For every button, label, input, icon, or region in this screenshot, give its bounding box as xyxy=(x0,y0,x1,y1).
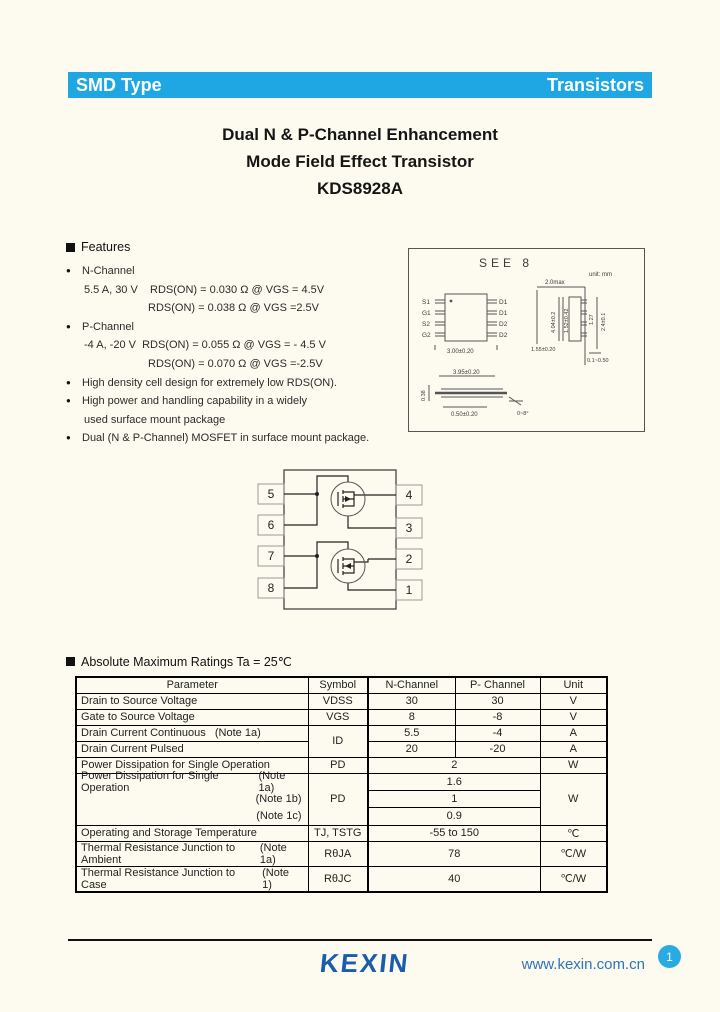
ic-body-outline xyxy=(283,469,397,610)
dim-foot-width: 3.95±0.20 xyxy=(453,370,480,376)
table-row: Operating and Storage Temperature TJ, TS… xyxy=(75,824,608,842)
pin-number: 5 xyxy=(268,487,275,501)
title-line-1: Dual N & P-Channel Enhancement xyxy=(222,125,498,144)
ratings-table: Parameter Symbol N-Channel P- Channel Un… xyxy=(75,676,608,893)
bullet-icon: ● xyxy=(66,266,71,275)
bullet-icon: ● xyxy=(66,377,71,387)
dim-side-right: 2.4±0.1 xyxy=(601,313,607,331)
pin-label: G1 xyxy=(422,310,431,317)
pin-label: D1 xyxy=(499,299,508,306)
dim-foot-thickness: 0.38 xyxy=(421,390,427,401)
col-header-pchannel: P- Channel xyxy=(454,676,541,694)
table-row: Drain to Source Voltage VDSS 30 30 V xyxy=(75,692,608,710)
pchannel-mosfet-symbol xyxy=(330,548,366,584)
table-row: Drain Current Continuous (Note 1a) ID 5.… xyxy=(75,724,608,758)
document-title: Dual N & P-Channel Enhancement Mode Fiel… xyxy=(0,121,720,202)
pin-number: 2 xyxy=(406,552,413,566)
col-header-nchannel: N-Channel xyxy=(367,676,456,694)
top-transistor-wires xyxy=(284,475,396,529)
left-pin-numbers: 5 6 7 8 xyxy=(268,487,275,595)
package-pin-labels: S1 G1 S2 G2 D1 D1 D2 D2 xyxy=(422,299,508,339)
bullet-icon: ● xyxy=(66,433,71,443)
dim-side-span: 2.0max xyxy=(545,280,565,286)
feature-item: ●Dual (N & P-Channel) MOSFET in surface … xyxy=(66,429,411,448)
pin-number: 7 xyxy=(268,549,275,563)
col-header-unit: Unit xyxy=(539,676,608,694)
dim-side-bottom: 1.55±0.20 xyxy=(531,347,555,353)
package-name: SEE 8 xyxy=(479,256,533,270)
ratings-heading: Absolute Maximum Ratings Ta = 25℃ xyxy=(66,654,292,669)
dim-side-height: 4.04±0.2 xyxy=(551,312,557,333)
pin-label: G2 xyxy=(422,332,431,339)
pin-number: 4 xyxy=(406,488,413,502)
pin-number: 3 xyxy=(406,521,413,535)
package-drawing-svg: SEE 8 unit: mm S1 G1 S2 G2 D1 D1 D2 D2 3… xyxy=(421,256,612,418)
pin-number: 1 xyxy=(406,583,413,597)
table-row: 0.9 xyxy=(76,807,607,826)
feature-item: ●P-Channel xyxy=(66,318,411,337)
dim-side-body: 1.52±0.42 xyxy=(564,309,570,333)
table-row: Thermal Resistance Junction to Case(Note… xyxy=(75,865,608,892)
feature-item: ●High power and handling capability in a… xyxy=(66,392,411,411)
table-row: Thermal Resistance Junction to Ambient(N… xyxy=(75,840,608,867)
dim-side-standoff: 0.1~0.50 xyxy=(587,358,609,364)
feature-item: 5.5 A, 30 V RDS(ON) = 0.030 Ω @ VGS = 4.… xyxy=(84,283,325,296)
feature-item: ●N-Channel xyxy=(66,262,411,281)
package-foot-view xyxy=(428,375,523,408)
header-left-label: SMD Type xyxy=(76,74,162,95)
dim-side-pitch: 1.27 xyxy=(589,314,595,325)
page-number: 1 xyxy=(666,949,673,964)
col-header-parameter: Parameter xyxy=(75,676,309,694)
mosfet-arrow-icon xyxy=(345,563,351,569)
pin-label: D2 xyxy=(499,332,508,339)
part-number: KDS8928A xyxy=(317,179,403,198)
square-bullet-icon xyxy=(66,242,75,252)
table-row: Gate to Source Voltage VGS 8 -8 V xyxy=(75,708,608,726)
page-number-badge: 1 xyxy=(658,945,681,968)
features-heading: Features xyxy=(66,240,411,254)
dim-foot-angle: 0~8° xyxy=(517,411,529,417)
header-bar: SMD Type Transistors xyxy=(68,72,652,98)
pin-label: D1 xyxy=(499,310,508,317)
junction-dot xyxy=(315,554,319,558)
package-top-view xyxy=(434,293,498,350)
feature-item: RDS(ON) = 0.038 Ω @ VGS =2.5V xyxy=(148,302,320,315)
package-side-view xyxy=(536,286,601,365)
circuit-diagram: 5 6 7 8 4 3 2 1 xyxy=(257,469,423,610)
nchannel-mosfet-symbol xyxy=(330,481,366,517)
unit-note: unit: mm xyxy=(589,272,612,278)
feature-item: -4 A, -20 V RDS(ON) = 0.055 Ω @ VGS = - … xyxy=(84,339,326,352)
mosfet-arrow-icon xyxy=(345,496,351,502)
pin-label: D2 xyxy=(499,321,508,328)
features-section: Features ●N-Channel 5.5 A, 30 V RDS(ON) … xyxy=(66,240,411,448)
junction-dot xyxy=(315,492,319,496)
footer-divider xyxy=(68,939,652,941)
website-url: www.kexin.com.cn xyxy=(521,956,645,973)
table-header-row: Parameter Symbol N-Channel P- Channel Un… xyxy=(75,676,608,694)
features-heading-label: Features xyxy=(81,240,131,254)
feature-item: RDS(ON) = 0.070 Ω @ VGS =-2.5V xyxy=(148,357,323,370)
feature-item: ●High density cell design for extremely … xyxy=(66,374,411,393)
pin-number: 8 xyxy=(268,581,275,595)
table-row: Power Dissipation for Single Operation(N… xyxy=(75,770,608,826)
title-line-2: Mode Field Effect Transistor xyxy=(246,152,474,171)
bottom-transistor-wires xyxy=(284,541,396,591)
square-bullet-icon xyxy=(66,657,75,666)
header-right-label: Transistors xyxy=(546,74,644,95)
pin-label: S2 xyxy=(422,321,430,328)
table-row: Power Dissipation for Single Operation P… xyxy=(75,756,608,774)
feature-item: used surface mount package xyxy=(84,413,226,426)
dim-foot-length: 0.50±0.20 xyxy=(451,412,478,418)
package-outline-drawing: SEE 8 unit: mm S1 G1 S2 G2 D1 D1 D2 D2 3… xyxy=(408,248,645,432)
bullet-icon: ● xyxy=(66,321,71,331)
col-header-symbol: Symbol xyxy=(307,676,369,694)
pin-number: 6 xyxy=(268,518,275,532)
bullet-icon: ● xyxy=(66,396,71,406)
ratings-heading-label: Absolute Maximum Ratings Ta = 25℃ xyxy=(81,655,292,669)
pin-label: S1 xyxy=(422,299,430,306)
right-pin-numbers: 4 3 2 1 xyxy=(406,488,413,597)
dim-top-width: 3.00±0.20 xyxy=(447,349,474,355)
